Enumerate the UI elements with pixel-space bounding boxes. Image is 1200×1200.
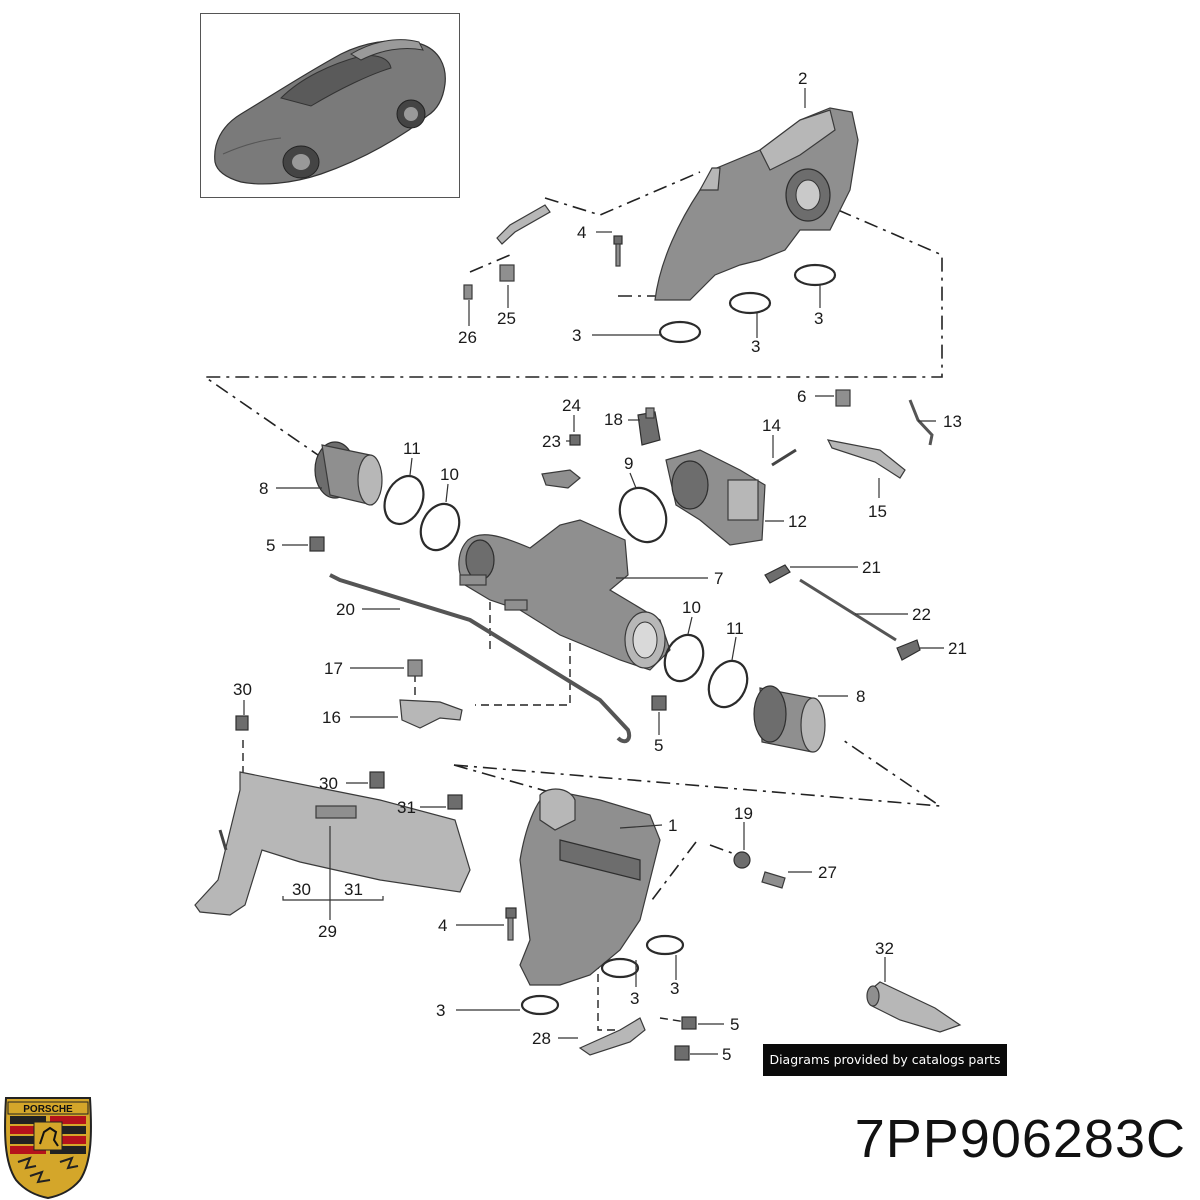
callout-3: 3 bbox=[814, 309, 823, 328]
callout-28: 28 bbox=[532, 1029, 551, 1048]
callout-13: 13 bbox=[943, 412, 962, 431]
callout-15: 15 bbox=[868, 502, 887, 521]
callout-20: 20 bbox=[336, 600, 355, 619]
callout-25: 25 bbox=[497, 309, 516, 328]
ring-10-right bbox=[663, 633, 705, 683]
callout-24: 24 bbox=[562, 396, 581, 415]
callout-22: 22 bbox=[912, 605, 931, 624]
callout-3: 3 bbox=[436, 1001, 445, 1020]
sensor-18 bbox=[637, 407, 661, 446]
callout-30: 30 bbox=[233, 680, 252, 699]
pipe-22-fittings-21 bbox=[764, 564, 921, 661]
part-number: 7PP906283C bbox=[854, 1109, 1186, 1169]
manifold-gaskets-upper bbox=[658, 263, 837, 344]
porsche-crest-logo: PORSCHE bbox=[4, 1097, 92, 1200]
svg-text:PORSCHE: PORSCHE bbox=[23, 1104, 73, 1115]
bracket-15-line-13 bbox=[826, 389, 934, 479]
callout-19: 19 bbox=[734, 804, 753, 823]
callout-31: 31 bbox=[344, 880, 363, 899]
callout-4: 4 bbox=[438, 916, 447, 935]
callout-6: 6 bbox=[797, 387, 806, 406]
callout-21: 21 bbox=[948, 639, 967, 658]
intake-pipe-7 bbox=[458, 519, 671, 671]
callout-12: 12 bbox=[788, 512, 807, 531]
car-illustration bbox=[214, 39, 446, 185]
callout-14: 14 bbox=[762, 416, 781, 435]
lower-intake-manifold bbox=[519, 788, 661, 986]
callout-1: 1 bbox=[668, 816, 677, 835]
callout-17: 17 bbox=[324, 659, 343, 678]
diagram-credit-label: Diagrams provided by catalogs parts bbox=[763, 1044, 1007, 1076]
vehicle-thumbnail bbox=[200, 13, 460, 198]
callout-21: 21 bbox=[862, 558, 881, 577]
callout-10: 10 bbox=[440, 465, 459, 484]
sleeve-8-right bbox=[753, 685, 826, 753]
ring-9 bbox=[618, 486, 668, 544]
callout-32: 32 bbox=[875, 939, 894, 958]
callout-4: 4 bbox=[577, 223, 586, 242]
callout-10: 10 bbox=[682, 598, 701, 617]
callout-3: 3 bbox=[572, 326, 581, 345]
bolt-4-upper bbox=[613, 235, 623, 267]
bolt-14 bbox=[771, 448, 797, 467]
callout-labels: 2 4 26 25 3 3 3 6 13 24 18 23 14 11 10 9… bbox=[233, 69, 967, 1064]
callout-5: 5 bbox=[266, 536, 275, 555]
callout-23: 23 bbox=[542, 432, 561, 451]
hose-32 bbox=[866, 981, 962, 1033]
sensor-19-plug-27 bbox=[733, 851, 786, 889]
throttle-body-12 bbox=[665, 449, 766, 546]
support-frame-29 bbox=[194, 715, 471, 916]
callout-7: 7 bbox=[714, 569, 723, 588]
rod-20 bbox=[329, 573, 632, 744]
manifold-gaskets-lower bbox=[520, 934, 685, 1016]
callout-31: 31 bbox=[397, 798, 416, 817]
leader-lines bbox=[243, 88, 944, 1055]
ring-11-right bbox=[707, 659, 749, 709]
callout-8: 8 bbox=[259, 479, 268, 498]
bolt-5-mid bbox=[651, 695, 667, 711]
ring-10-left bbox=[419, 502, 461, 552]
bracket-16-clip-17 bbox=[399, 659, 463, 729]
callout-30: 30 bbox=[292, 880, 311, 899]
sleeve-8-left bbox=[314, 441, 383, 506]
callout-3: 3 bbox=[751, 337, 760, 356]
bracket-28 bbox=[578, 1016, 697, 1061]
callout-3: 3 bbox=[670, 979, 679, 998]
callout-3: 3 bbox=[630, 989, 639, 1008]
callout-2: 2 bbox=[798, 69, 807, 88]
callout-5: 5 bbox=[654, 736, 663, 755]
callout-5: 5 bbox=[722, 1045, 731, 1064]
callout-9: 9 bbox=[624, 454, 633, 473]
sensor-23-24 bbox=[541, 434, 581, 489]
callout-27: 27 bbox=[818, 863, 837, 882]
callout-18: 18 bbox=[604, 410, 623, 429]
bolt-5-left bbox=[309, 536, 325, 552]
callout-11: 11 bbox=[726, 619, 744, 638]
callout-5: 5 bbox=[730, 1015, 739, 1034]
ring-11-left bbox=[383, 474, 425, 526]
callout-8: 8 bbox=[856, 687, 865, 706]
upper-intake-manifold bbox=[654, 107, 859, 301]
callout-26: 26 bbox=[458, 328, 477, 347]
bracket-25-26 bbox=[463, 204, 551, 300]
bolt-4-lower bbox=[505, 907, 517, 941]
callout-11: 11 bbox=[403, 439, 421, 458]
callout-29: 29 bbox=[318, 922, 337, 941]
callout-16: 16 bbox=[322, 708, 341, 727]
callout-30: 30 bbox=[319, 774, 338, 793]
